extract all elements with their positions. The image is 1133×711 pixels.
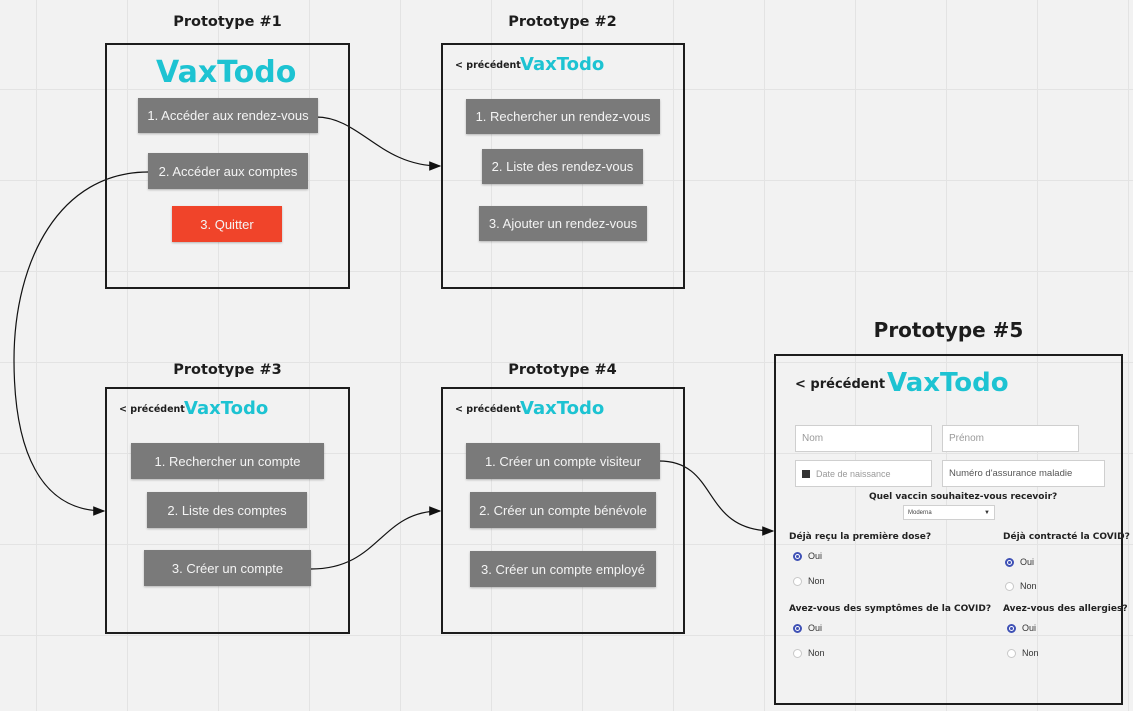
back-link[interactable]: < précédent — [455, 60, 521, 71]
option-label: Non — [808, 648, 825, 658]
back-link[interactable]: < précédent — [795, 377, 886, 392]
vaccine-question: Quel vaccin souhaitez-vous recevoir? — [869, 492, 1058, 502]
first-name-field[interactable]: Prénom — [942, 425, 1079, 452]
covid-contracted-option-yes[interactable]: Oui — [1005, 557, 1034, 567]
arrow-connector-icon — [658, 460, 775, 536]
prototype-1-title: Prototype #1 — [173, 14, 282, 30]
option-label: Non — [808, 576, 825, 586]
prototype-4-title: Prototype #4 — [508, 362, 617, 378]
appointment-list-button[interactable]: 2. Liste des rendez-vous — [482, 149, 643, 184]
option-label: Oui — [1022, 623, 1037, 633]
first-dose-question: Déjà reçu la première dose? — [789, 532, 932, 542]
first-dose-option-no[interactable]: Non — [793, 576, 825, 586]
calendar-icon — [802, 469, 810, 478]
arrow-connector-icon — [315, 116, 442, 171]
arrow-connector-icon — [310, 506, 442, 570]
allergies-question: Avez-vous des allergies? — [1003, 604, 1128, 614]
app-logo: VaxTodo — [184, 398, 269, 419]
radio-icon[interactable] — [1005, 557, 1014, 567]
account-list-button[interactable]: 2. Liste des comptes — [147, 492, 307, 528]
prototype-2-title: Prototype #2 — [508, 14, 617, 30]
create-account-button[interactable]: 3. Créer un compte — [144, 550, 311, 586]
back-link[interactable]: < précédent — [455, 404, 521, 415]
add-appointment-button[interactable]: 3. Ajouter un rendez-vous — [479, 206, 647, 241]
vaccine-selected-value: Moderna — [908, 509, 932, 516]
prototype-1-frame — [105, 43, 350, 289]
dropdown-caret-icon: ▼ — [984, 510, 990, 516]
allergies-option-yes[interactable]: Oui — [1007, 623, 1036, 633]
prototype-5-frame — [774, 354, 1123, 705]
search-appointment-button[interactable]: 1. Rechercher un rendez-vous — [466, 99, 660, 134]
allergies-option-no[interactable]: Non — [1007, 648, 1039, 658]
create-volunteer-account-button[interactable]: 2. Créer un compte bénévole — [470, 492, 656, 528]
symptoms-option-no[interactable]: Non — [793, 648, 825, 658]
radio-icon[interactable] — [793, 551, 802, 561]
app-logo: VaxTodo — [520, 398, 605, 419]
first-dose-option-yes[interactable]: Oui — [793, 551, 822, 561]
option-label: Non — [1022, 648, 1039, 658]
prototype-4-frame — [441, 387, 685, 634]
option-label: Oui — [808, 623, 823, 633]
access-appointments-button[interactable]: 1. Accéder aux rendez-vous — [138, 98, 318, 133]
symptoms-option-yes[interactable]: Oui — [793, 623, 822, 633]
prototype-3-title: Prototype #3 — [173, 362, 282, 378]
birthdate-field[interactable]: Date de naissance — [795, 460, 932, 487]
birthdate-placeholder: Date de naissance — [816, 468, 891, 479]
option-label: Non — [1020, 581, 1037, 591]
radio-icon[interactable] — [793, 623, 802, 633]
radio-icon[interactable] — [1007, 648, 1016, 658]
prototype-5-title: Prototype #5 — [873, 318, 1024, 342]
option-label: Oui — [808, 551, 823, 561]
search-account-button[interactable]: 1. Rechercher un compte — [131, 443, 324, 479]
covid-contracted-question: Déjà contracté la COVID? — [1003, 532, 1130, 542]
radio-icon[interactable] — [793, 576, 802, 586]
app-logo: VaxTodo — [156, 55, 297, 90]
last-name-field[interactable]: Nom — [795, 425, 932, 452]
radio-icon[interactable] — [1007, 623, 1016, 633]
radio-icon[interactable] — [1005, 581, 1014, 591]
symptoms-question: Avez-vous des symptômes de la COVID? — [789, 604, 992, 614]
prototype-3-frame — [105, 387, 350, 634]
arrow-connector-icon — [13, 171, 149, 516]
back-link[interactable]: < précédent — [119, 404, 185, 415]
create-visitor-account-button[interactable]: 1. Créer un compte visiteur — [466, 443, 660, 479]
covid-contracted-option-no[interactable]: Non — [1005, 581, 1037, 591]
prototype-2-frame — [441, 43, 685, 289]
radio-icon[interactable] — [793, 648, 802, 658]
app-logo: VaxTodo — [887, 368, 1009, 398]
create-employee-account-button[interactable]: 3. Créer un compte employé — [470, 551, 656, 587]
vaccine-select[interactable]: Moderna ▼ — [903, 505, 995, 520]
health-insurance-field[interactable]: Numéro d'assurance maladie — [942, 460, 1105, 487]
quit-button[interactable]: 3. Quitter — [172, 206, 282, 242]
app-logo: VaxTodo — [520, 54, 605, 75]
access-accounts-button[interactable]: 2. Accéder aux comptes — [148, 153, 308, 189]
option-label: Oui — [1020, 557, 1035, 567]
